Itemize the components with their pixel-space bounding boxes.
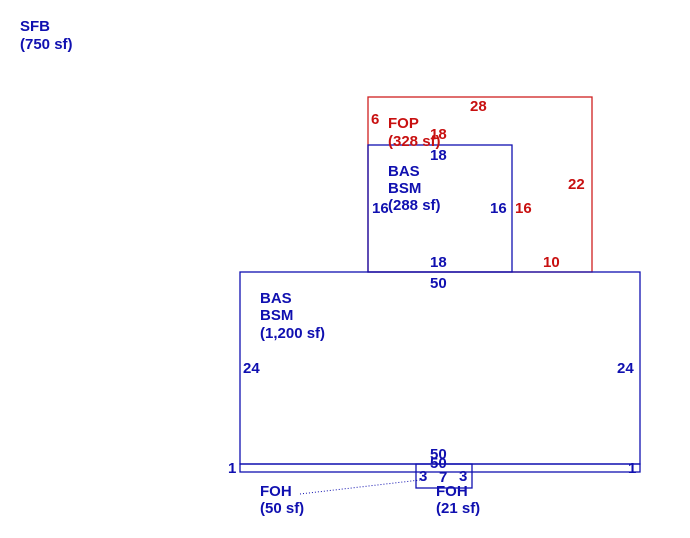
fop-right-dim: 22 xyxy=(568,176,585,193)
foh-right-area: (21 sf) xyxy=(436,500,480,517)
bas-main-top-dim: 50 xyxy=(430,275,447,292)
foh-left-code: FOH xyxy=(260,483,292,500)
foh-leader-line xyxy=(299,479,421,495)
bas-main-outline xyxy=(239,271,641,465)
strip-left-dim: 1 xyxy=(228,460,236,477)
bas-main-bottom-dim: 50 xyxy=(430,446,447,463)
bas-main-right-dim: 24 xyxy=(617,360,634,377)
fop-top-dim: 28 xyxy=(470,98,487,115)
bas-small-left-dim: 16 xyxy=(372,200,389,217)
foh-left-side-dim: 3 xyxy=(419,468,427,485)
summary-area: (750 sf) xyxy=(20,36,73,53)
bas-small-top-dim: 18 xyxy=(430,147,447,164)
bas-small-code2: BSM xyxy=(388,180,421,197)
foh-right-code: FOH xyxy=(436,483,468,500)
fop-code: FOP xyxy=(388,115,419,132)
foh-left-area: (50 sf) xyxy=(260,500,304,517)
bas-main-area: (1,200 sf) xyxy=(260,325,325,342)
fop-left-dim: 6 xyxy=(371,111,379,128)
fop-inner-top-dim: 18 xyxy=(430,126,447,143)
bas-small-bottom-dim: 18 xyxy=(430,254,447,271)
strip-right-dim: 1 xyxy=(628,460,636,477)
bas-main-code1: BAS xyxy=(260,290,292,307)
bas-small-code1: BAS xyxy=(388,163,420,180)
bas-small-area: (288 sf) xyxy=(388,197,441,214)
foh-right-side-dim: 3 xyxy=(459,468,467,485)
bas-main-code2: BSM xyxy=(260,307,293,324)
fop-bottom-dim: 10 xyxy=(543,254,560,271)
summary-code: SFB xyxy=(20,18,50,35)
fop-area: (328 sf) xyxy=(388,133,441,150)
fop-right-inner-dim: 16 xyxy=(515,200,532,217)
bas-small-right-dim: 16 xyxy=(490,200,507,217)
strip-top-dim: 50 xyxy=(430,455,447,472)
bas-main-left-dim: 24 xyxy=(243,360,260,377)
foh-small-outline xyxy=(415,463,473,489)
foh-bottom-dim: 7 xyxy=(439,469,447,486)
